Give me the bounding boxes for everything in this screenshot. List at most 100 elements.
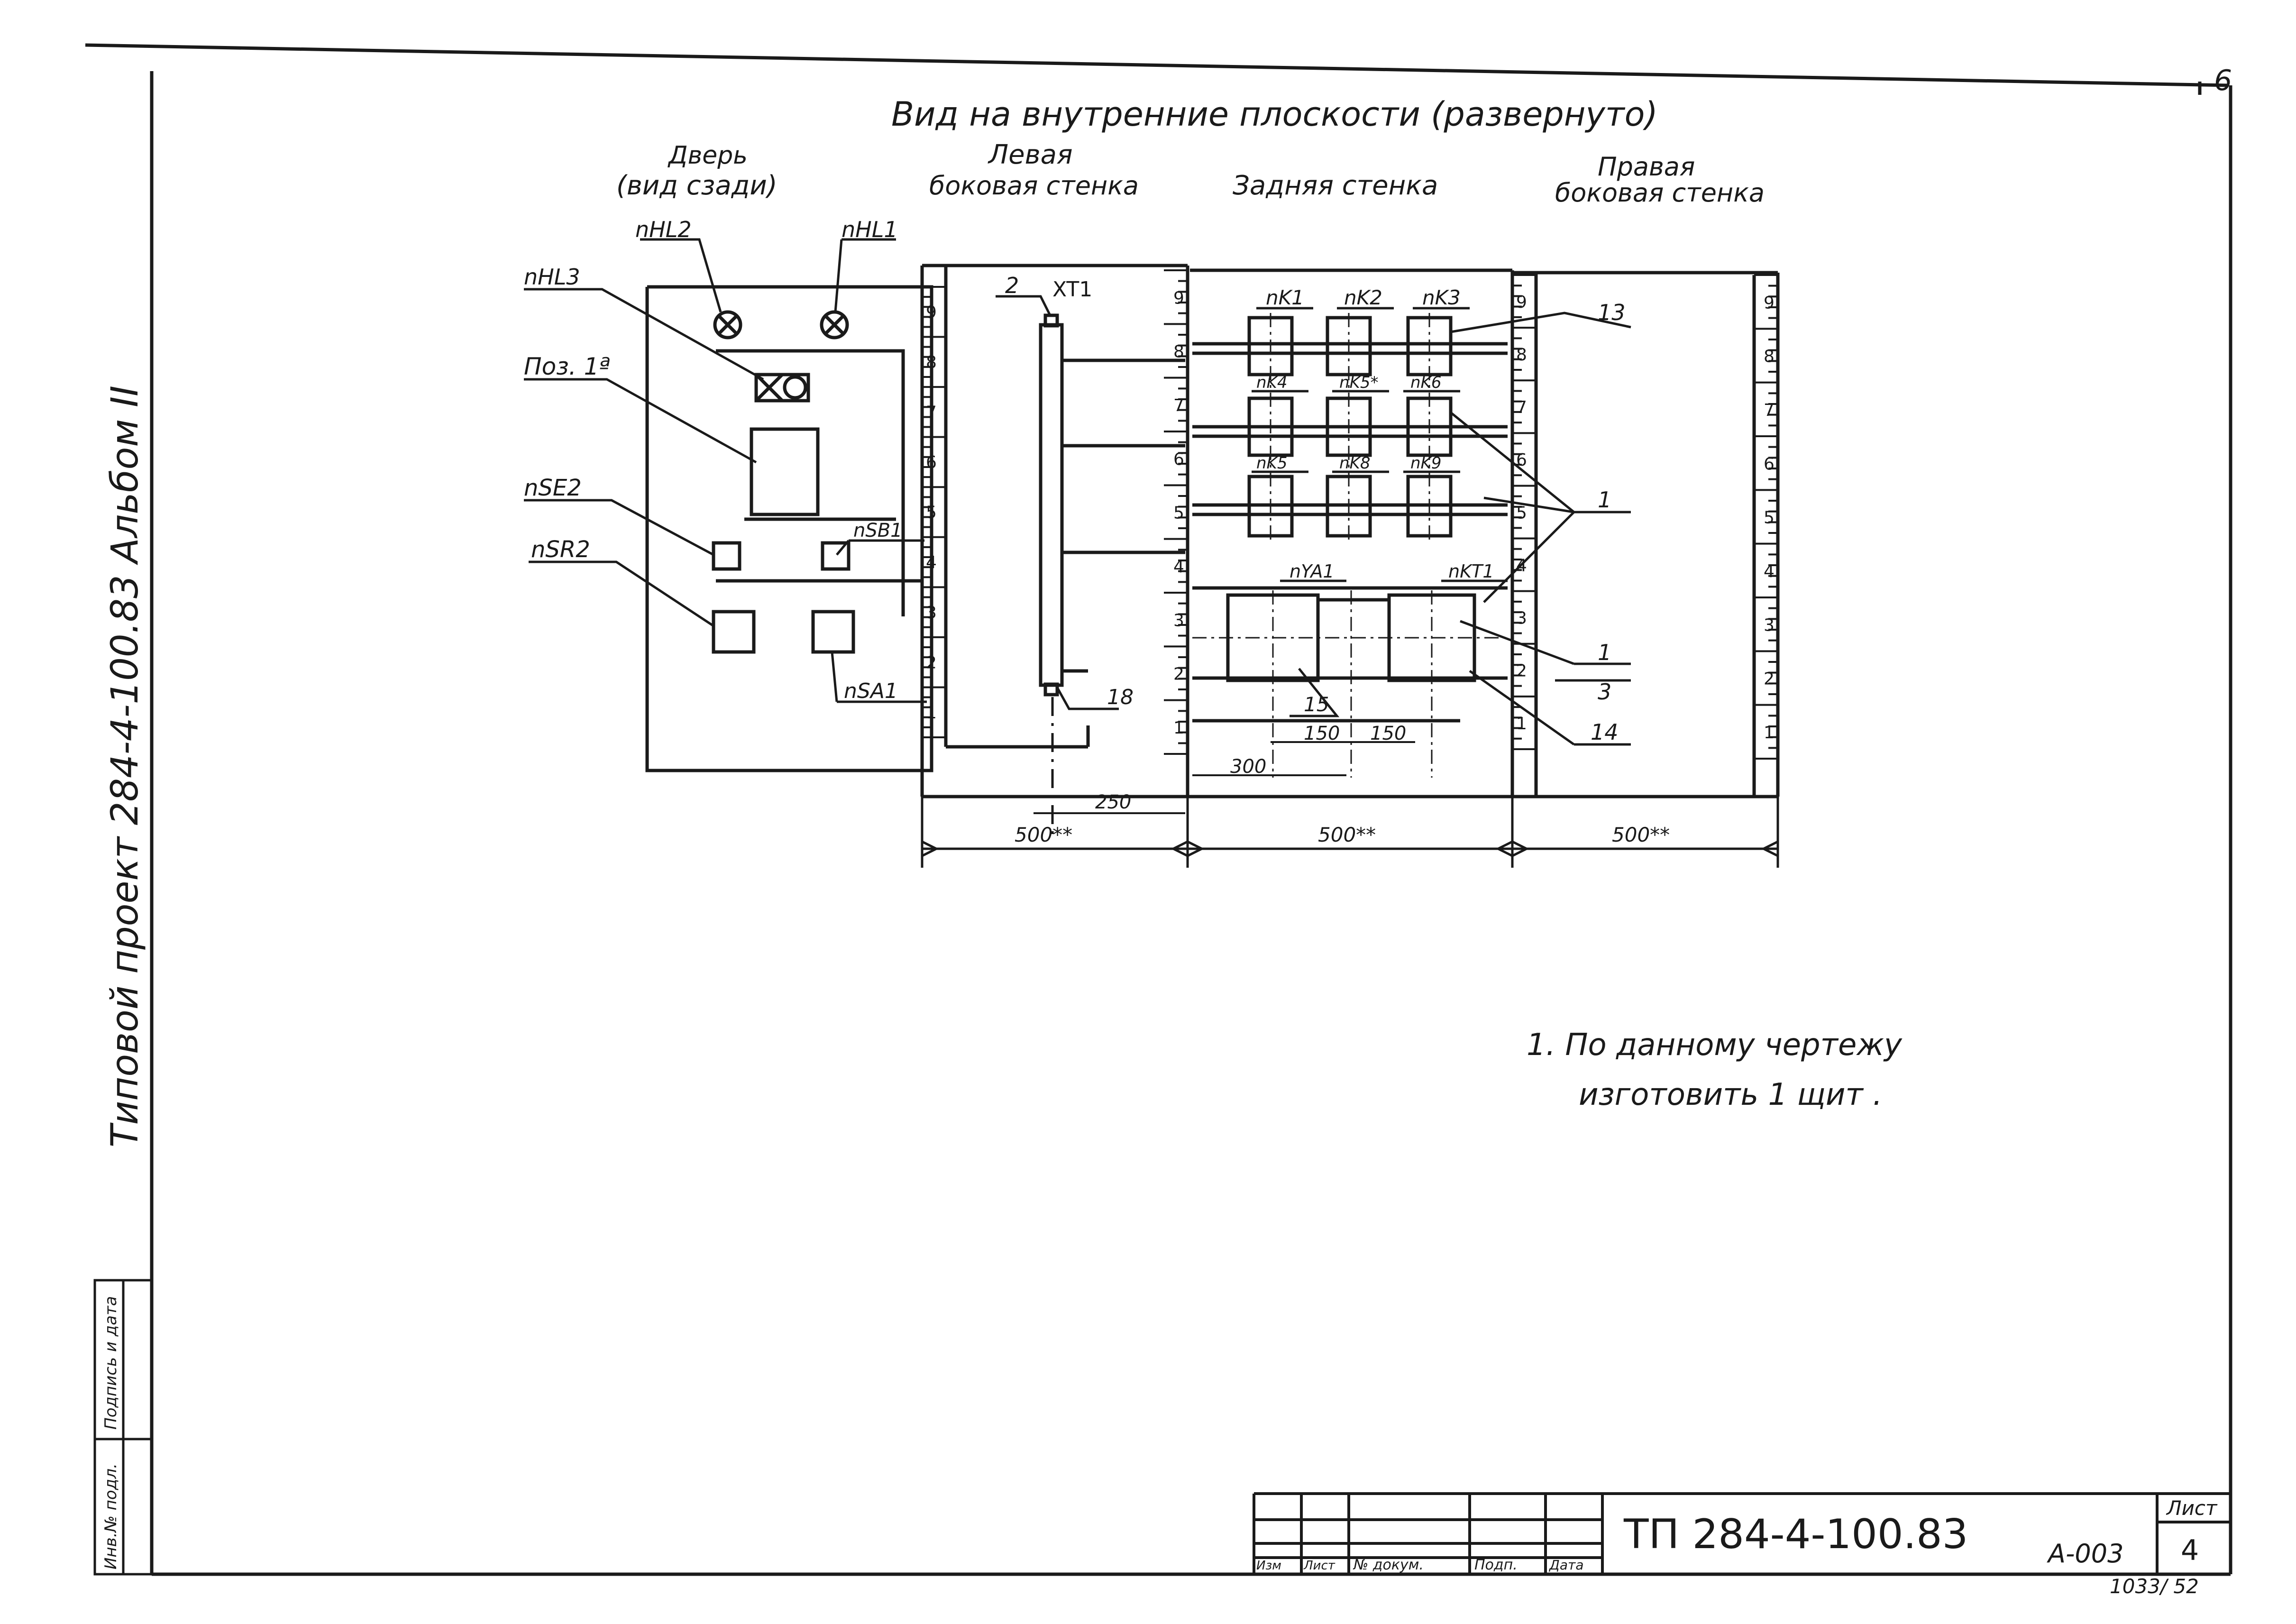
right-wall-header-2: боковая стенка bbox=[1555, 178, 1765, 208]
vertical-project-title: Типовой проект 284-4-100.83 Альбом II bbox=[104, 385, 146, 1147]
doc-code: А-003 bbox=[2047, 1539, 2124, 1569]
left-wall-leaders bbox=[996, 295, 1119, 835]
stamp-signature-date: Подпись и дата bbox=[101, 1296, 120, 1430]
sheet-corner-number: 6 bbox=[2214, 64, 2232, 97]
switch-sb1 bbox=[821, 541, 851, 571]
ruler-number: 4 bbox=[926, 553, 937, 572]
door-panel bbox=[645, 285, 933, 772]
title-block bbox=[1253, 1492, 2231, 1574]
stamp-inv-number: Инв.№ подл. bbox=[101, 1463, 120, 1569]
ruler-number: 8 bbox=[1173, 342, 1184, 362]
label-sa1: nSA1 bbox=[844, 679, 898, 703]
left-wall-header-2: боковая стенка bbox=[929, 171, 1139, 201]
back-wall-header: Задняя стенка bbox=[1233, 170, 1438, 201]
ruler-number: 9 bbox=[1173, 288, 1184, 308]
label-k3: nK3 bbox=[1422, 286, 1461, 309]
ruler-number: 9 bbox=[1516, 293, 1527, 312]
margin-stamp bbox=[93, 1279, 153, 1576]
label-k5: nK5* bbox=[1339, 373, 1378, 392]
switch-se2 bbox=[712, 541, 741, 571]
right-wall-header-1: Правая bbox=[1598, 152, 1695, 182]
lamp-hl1-icon bbox=[820, 310, 849, 339]
left-wall-header-1: Левая bbox=[988, 139, 1073, 170]
label-ya1: nYA1 bbox=[1290, 561, 1335, 582]
dim-150-b: 150 bbox=[1370, 723, 1406, 744]
ruler-number: 3 bbox=[1173, 611, 1184, 630]
door-device-pos1a bbox=[750, 427, 820, 516]
ruler-number: 8 bbox=[1516, 345, 1527, 365]
ruler-number: 1 bbox=[926, 703, 937, 723]
label-pos18: 18 bbox=[1107, 685, 1134, 709]
ruler-number: 7 bbox=[1516, 398, 1527, 417]
dim-300: 300 bbox=[1230, 756, 1266, 778]
label-k2: nK2 bbox=[1344, 286, 1382, 309]
ruler-number: 6 bbox=[1516, 450, 1527, 470]
ruler-number: 8 bbox=[926, 353, 937, 372]
hdr-izm: Изм bbox=[1256, 1559, 1281, 1573]
right-wall-panel bbox=[1512, 271, 1780, 798]
ruler-number: 5 bbox=[1516, 503, 1527, 523]
ruler-number: 3 bbox=[1764, 615, 1775, 635]
ruler-number: 7 bbox=[1764, 401, 1775, 420]
label-pos3: 3 bbox=[1598, 679, 1611, 705]
back-wall-dimensions bbox=[1034, 741, 1415, 814]
label-k6: nK6 bbox=[1410, 373, 1441, 392]
ruler-number: 6 bbox=[1764, 454, 1775, 474]
back-wall-centerlines bbox=[1192, 313, 1508, 778]
label-pos13: 13 bbox=[1598, 300, 1626, 325]
sheet-frame bbox=[85, 43, 2232, 1576]
ruler-number: 3 bbox=[1516, 609, 1527, 628]
ruler-number: 7 bbox=[926, 403, 937, 422]
door-leaders bbox=[524, 238, 927, 703]
ruler-number: 5 bbox=[1173, 504, 1184, 523]
note-line-1: 1. По данному чертежу bbox=[1527, 1028, 1903, 1063]
door-header-1: Дверь bbox=[668, 141, 748, 170]
hdr-date: Дата bbox=[1548, 1557, 1584, 1573]
ruler-number: 9 bbox=[926, 303, 937, 322]
ruler-number: 2 bbox=[926, 653, 937, 672]
ruler-number: 4 bbox=[1516, 556, 1527, 575]
dim-width-back: 500** bbox=[1318, 823, 1376, 846]
ruler-number: 3 bbox=[926, 603, 937, 623]
ruler-number: 5 bbox=[926, 503, 937, 523]
door-header-2: (вид сзади) bbox=[616, 170, 778, 201]
terminal-block-xt1 bbox=[1039, 323, 1064, 687]
label-pos2: 2 bbox=[1005, 273, 1019, 298]
label-se2: nSE2 bbox=[524, 475, 582, 501]
label-hl1: nHL1 bbox=[842, 217, 898, 242]
label-kt1: nKT1 bbox=[1448, 561, 1494, 582]
ruler-number: 5 bbox=[1764, 508, 1775, 528]
rulers bbox=[922, 269, 1778, 760]
hdr-list: Лист bbox=[1303, 1559, 1336, 1573]
back-wall-leaders bbox=[1252, 307, 1631, 746]
label-pos14: 14 bbox=[1591, 719, 1619, 745]
back-wall-panel bbox=[1186, 266, 1514, 798]
label-pos15: 15 bbox=[1304, 693, 1329, 716]
ruler-number: 2 bbox=[1173, 665, 1184, 684]
ruler-number: 9 bbox=[1764, 293, 1775, 312]
ruler-number: 1 bbox=[1764, 723, 1775, 743]
dim-width-right: 500** bbox=[1612, 823, 1670, 846]
sheet-number: 4 bbox=[2181, 1534, 2199, 1567]
switch-sr2 bbox=[712, 610, 756, 654]
ruler-number: 6 bbox=[926, 453, 937, 472]
dim-250: 250 bbox=[1095, 791, 1131, 813]
ruler-number: 6 bbox=[1173, 450, 1184, 469]
label-k8: nK8 bbox=[1339, 454, 1370, 473]
hdr-doc: № докум. bbox=[1353, 1557, 1424, 1573]
label-k4: nK4 bbox=[1256, 373, 1287, 392]
ruler-number: 1 bbox=[1173, 718, 1184, 738]
label-hl3: nHL3 bbox=[524, 264, 580, 290]
ruler-number: 4 bbox=[1764, 562, 1775, 581]
ruler-number: 4 bbox=[1173, 557, 1184, 577]
label-sb1: nSB1 bbox=[853, 520, 903, 541]
dim-width-left: 500** bbox=[1015, 823, 1072, 846]
label-pos1a: 1 bbox=[1598, 487, 1611, 513]
hdr-sign: Подп. bbox=[1474, 1557, 1518, 1573]
main-title: Вид на внутренние плоскости (развернуто) bbox=[891, 95, 1658, 134]
label-xt1: XT1 bbox=[1052, 277, 1092, 302]
dim-150-a: 150 bbox=[1304, 723, 1340, 744]
note-line-2: изготовить 1 щит . bbox=[1579, 1077, 1882, 1112]
